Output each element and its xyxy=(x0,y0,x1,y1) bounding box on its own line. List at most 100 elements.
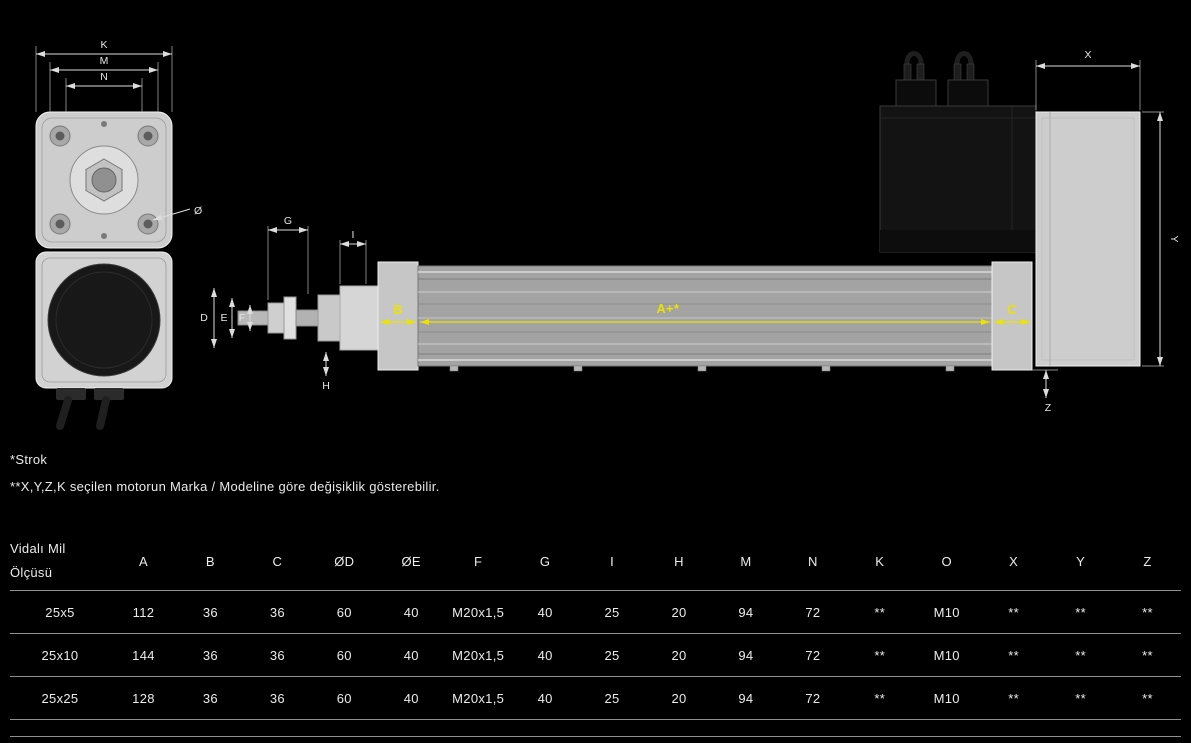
cable xyxy=(56,396,72,430)
table-row: 25x5 112 36 36 60 40 M20x1,5 40 25 20 94… xyxy=(10,591,1181,634)
table-cell: 40 xyxy=(403,647,419,663)
brake-cover xyxy=(47,263,161,377)
table-cell: 144 xyxy=(132,647,155,663)
table-cell: 40 xyxy=(403,690,419,706)
table-cell: 40 xyxy=(537,604,553,620)
column-header-n: N xyxy=(807,553,818,569)
table-title-line1: Vidalı Mil xyxy=(10,541,66,556)
table-cell: ** xyxy=(874,647,886,663)
table-cell: 36 xyxy=(202,604,218,620)
table-cell: M10 xyxy=(933,690,960,706)
column-header-c: C xyxy=(272,553,283,569)
dim-label-y: Y xyxy=(1168,235,1180,242)
column-header-m: M xyxy=(740,553,752,569)
bottom-divider xyxy=(10,736,1181,737)
extrusion-profile xyxy=(417,265,993,367)
table-cell: 94 xyxy=(738,647,754,663)
rod-flange xyxy=(283,296,297,340)
table-cell: ** xyxy=(1075,647,1086,663)
note-motor-variation: **X,Y,Z,K seçilen motorun Marka / Modeli… xyxy=(10,479,440,494)
column-header-g: G xyxy=(539,553,551,569)
dim-label-g: G xyxy=(284,215,292,227)
cable-gland xyxy=(56,388,86,400)
table-cell: ** xyxy=(1142,604,1153,620)
dim-label-d: D xyxy=(200,312,208,324)
dim-label-x: X xyxy=(1084,49,1091,61)
table-cell: 25 xyxy=(604,647,620,663)
table-row: 25x10 144 36 36 60 40 M20x1,5 40 25 20 9… xyxy=(10,634,1181,677)
table-cell: 128 xyxy=(132,690,155,706)
motor-side-view xyxy=(35,251,173,430)
table-cell: 60 xyxy=(336,604,352,620)
row-label: 25x25 xyxy=(41,690,79,706)
front-support xyxy=(339,285,379,351)
row-label: 25x5 xyxy=(45,604,75,620)
table-cell: ** xyxy=(1075,604,1086,620)
table-cell: 40 xyxy=(537,690,553,706)
column-header-od: ØD xyxy=(334,553,355,569)
column-header-z: Z xyxy=(1143,553,1152,569)
dim-label-f: F xyxy=(239,312,245,324)
cable xyxy=(96,396,110,430)
motor-housing xyxy=(879,105,1037,253)
table-cell: 36 xyxy=(269,604,285,620)
table-cell: ** xyxy=(1008,647,1020,663)
dimension-table: Vidalı Mil Ölçüsü A B C ØD ØE F G I H M … xyxy=(10,532,1181,720)
table-cell: M20x1,5 xyxy=(452,604,505,620)
mounting-tab xyxy=(945,365,955,372)
table-cell: ** xyxy=(1142,690,1153,706)
actuator-body: B A+* C xyxy=(377,261,1033,372)
table-cell: 20 xyxy=(671,604,687,620)
table-cell: M20x1,5 xyxy=(452,647,505,663)
connector-hook xyxy=(954,51,974,65)
dim-label-e: E xyxy=(220,312,227,324)
dim-label-n: N xyxy=(100,71,108,83)
spacer xyxy=(295,309,319,327)
table-header-row: Vidalı Mil Ölçüsü A B C ØD ØE F G I H M … xyxy=(10,532,1181,591)
connector-pin xyxy=(916,63,925,81)
table-cell: 94 xyxy=(738,604,754,620)
column-header-h: H xyxy=(674,553,684,569)
table-cell: 72 xyxy=(805,690,821,706)
note-stroke: *Strok xyxy=(10,452,48,467)
dim-label-h: H xyxy=(322,380,330,392)
table-cell: 60 xyxy=(336,690,352,706)
table-cell: M20x1,5 xyxy=(452,690,505,706)
end-block-left xyxy=(377,261,419,371)
motor-connector xyxy=(947,79,989,107)
connector-hook xyxy=(904,51,924,65)
table-cell: M10 xyxy=(933,604,960,620)
table-cell: 72 xyxy=(805,647,821,663)
table-cell: 72 xyxy=(805,604,821,620)
drive-block xyxy=(1035,111,1141,367)
table-cell: 40 xyxy=(403,604,419,620)
dim-label-diameter: Ø xyxy=(194,205,202,217)
column-header-a: A xyxy=(138,553,148,569)
table-cell: ** xyxy=(1008,690,1020,706)
row-label: 25x10 xyxy=(41,647,79,663)
table-cell: ** xyxy=(1075,690,1086,706)
mounting-tab xyxy=(821,365,831,372)
column-header-i: I xyxy=(610,553,614,569)
table-cell: M10 xyxy=(933,647,960,663)
table-cell: 36 xyxy=(269,647,285,663)
table-cell: 20 xyxy=(671,690,687,706)
dim-label-k: K xyxy=(100,39,107,51)
column-header-f: F xyxy=(474,553,483,569)
table-cell: 36 xyxy=(269,690,285,706)
motor-connector xyxy=(895,79,937,107)
dim-label-a-stroke: A+* xyxy=(657,302,680,316)
dim-label-i: I xyxy=(352,229,355,241)
mounting-tab xyxy=(697,365,707,372)
mounting-tab xyxy=(449,365,459,372)
table-cell: 60 xyxy=(336,647,352,663)
column-header-oe: ØE xyxy=(401,553,421,569)
table-cell: ** xyxy=(1008,604,1020,620)
table-cell: ** xyxy=(874,690,886,706)
column-header-b: B xyxy=(205,553,215,569)
shaft xyxy=(91,167,117,193)
table-cell: 94 xyxy=(738,690,754,706)
table-cell: 36 xyxy=(202,690,218,706)
connector-pin xyxy=(903,63,912,81)
table-title-line2: Ölçüsü xyxy=(10,565,53,580)
